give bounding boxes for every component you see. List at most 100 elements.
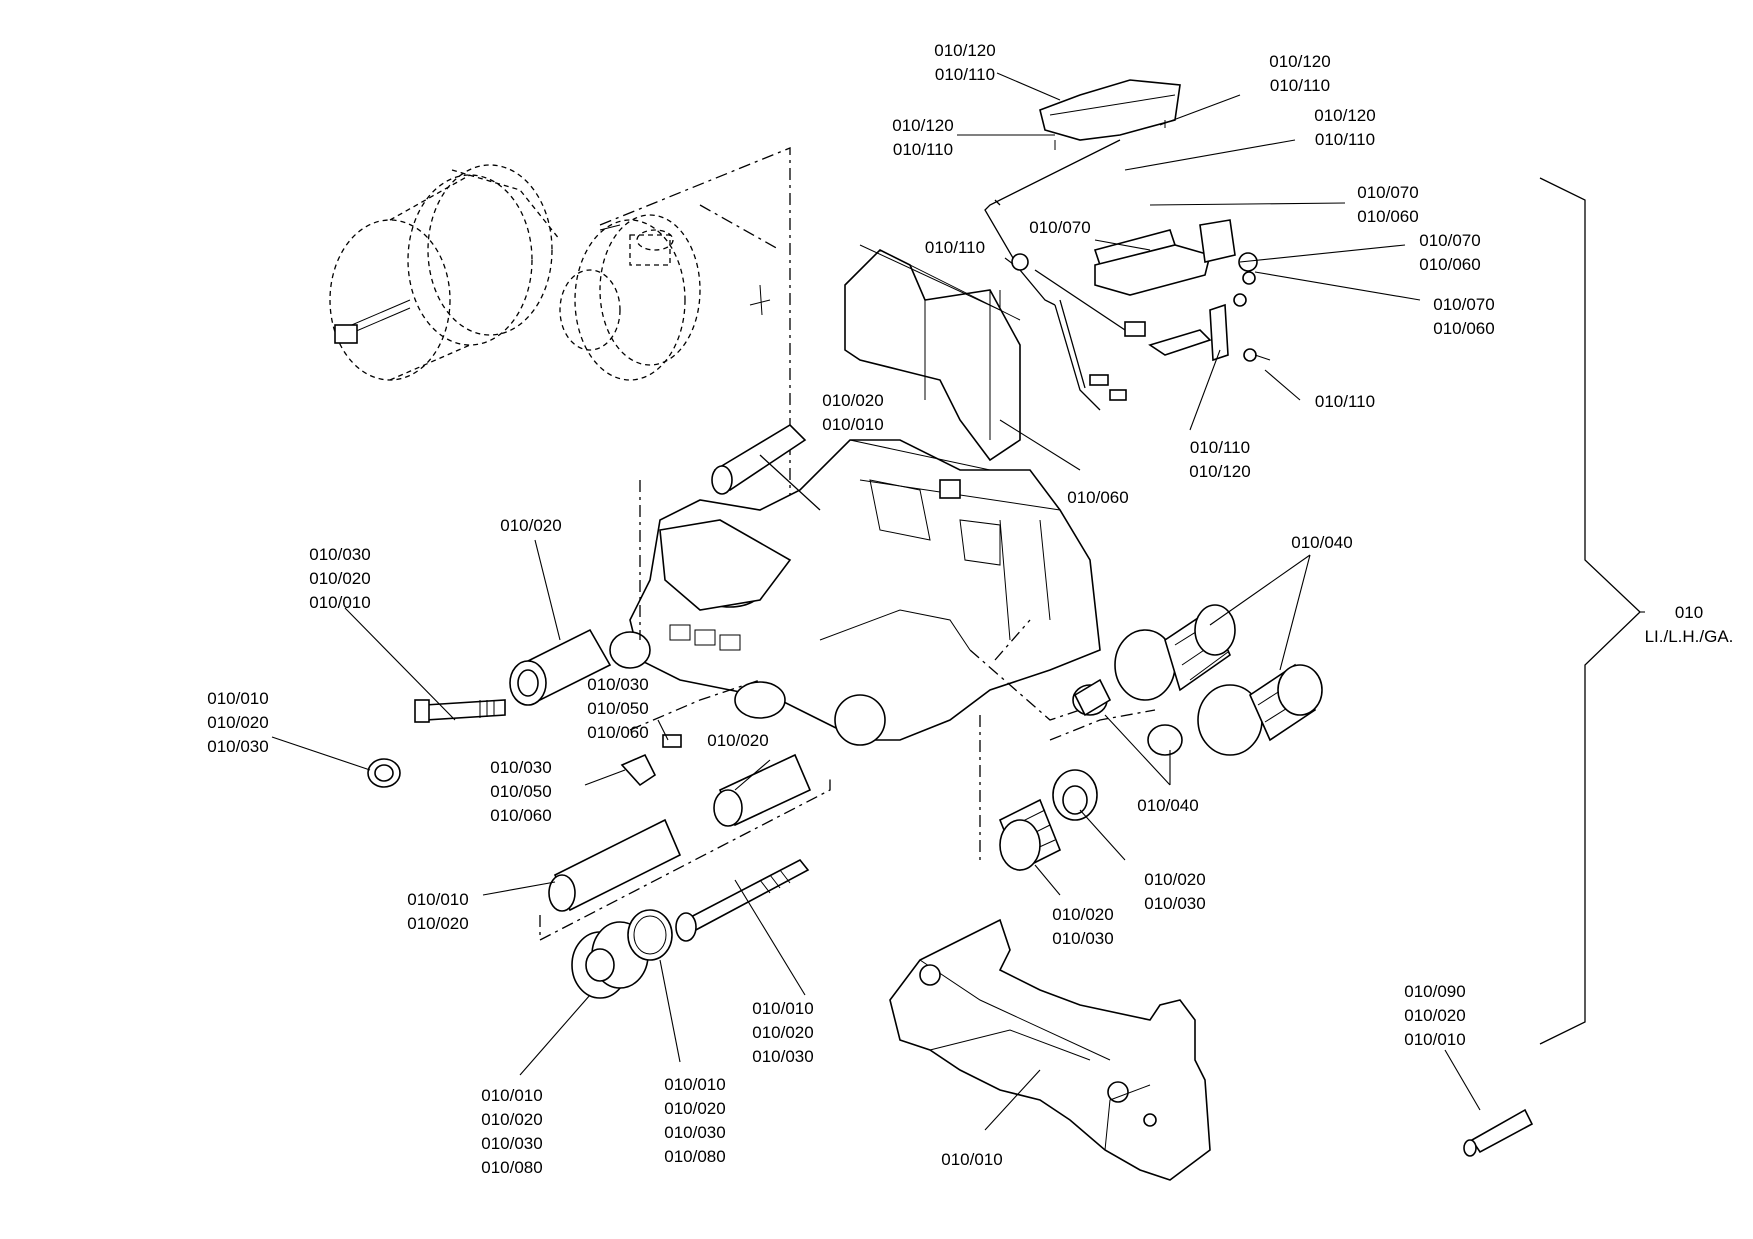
callout-line: 010/010 [1404,1030,1465,1049]
callout-line: 010/110 [925,238,985,257]
callout-line: 010/120 [1314,106,1375,125]
callout-line: 010/020 [1404,1006,1465,1025]
callout-line: 010/110 [935,65,995,84]
callout-c12: 010/060 [1067,488,1128,507]
callout-line: 010/020 [407,914,468,933]
callout-c17: 010/030 010/050 010/060 [587,675,648,742]
carrier-bracket-drawing [889,918,1211,1181]
callout-c27: 010/010 010/020 010/030 010/080 [664,1075,725,1166]
brake-pad-drawing [844,244,1021,462]
callout-line: 010/120 [1269,52,1330,71]
callout-c22: 010/020 010/030 [1144,870,1205,913]
callout-line: 010/120 [1189,462,1250,481]
callout-line: 010/020 [664,1099,725,1118]
callout-c25: 010/010 010/020 010/030 [752,999,813,1066]
callout-line: 010/070 [1433,295,1494,314]
callout-line: 010/010 [941,1150,1002,1169]
callout-line: 010/060 [587,723,648,742]
callout-line: 010/080 [481,1158,542,1177]
callout-line: 010/030 [481,1134,542,1153]
callout-line: 010 [1675,603,1703,622]
callout-line: 010/020 [752,1023,813,1042]
callout-line: 010/010 [822,415,883,434]
callout-c5: 010/070 010/060 [1357,183,1418,226]
callout-c21: 010/040 [1137,796,1198,815]
callout-line: 010/010 [752,999,813,1018]
callout-c14: 010/020 [500,516,561,535]
callout-line: 010/020 [1144,870,1205,889]
callout-line: 010/030 [664,1123,725,1142]
callout-line: 010/110 [1190,438,1250,457]
callout-line: 010/080 [664,1147,725,1166]
callout-c11: 010/110 010/120 [1189,438,1250,481]
callout-line: 010/010 [407,890,468,909]
callout-line: 010/030 [752,1047,813,1066]
callout-c20: 010/040 [1291,533,1352,552]
callout-c10: 010/110 [1315,392,1375,411]
wear-sensor-drawing [984,79,1271,411]
callout-line: 010/020 [207,713,268,732]
callout-line: 010/090 [1404,982,1465,1001]
callout-line: 010/030 [1144,894,1205,913]
callout-c26: 010/010 010/020 010/030 010/080 [481,1086,542,1177]
callout-c6: 010/070 [1029,218,1090,237]
callout-line: 010/050 [587,699,648,718]
callout-c16: 010/010 010/020 010/030 [207,689,268,756]
caliper-body-drawing [609,439,1101,746]
callout-line: 010/030 [490,758,551,777]
callout-line: 010/060 [490,806,551,825]
leader-lines [271,72,1645,1131]
callout-line: 010/030 [587,675,648,694]
callout-line: 010/020 [822,391,883,410]
callout-line: 010/020 [1052,905,1113,924]
callout-line: 010/030 [1052,929,1113,948]
callout-c24: 010/010 010/020 [407,890,468,933]
callout-c13: 010/020 010/010 [822,391,883,434]
assembly-bracket [1539,177,1641,1045]
small-parts [367,423,1323,999]
callout-line: 010/070 [1357,183,1418,202]
callout-line: 010/110 [893,140,953,159]
callout-c7: 010/070 010/060 [1419,231,1480,274]
construction-lines [539,480,1156,942]
callout-c9: 010/110 [925,238,985,257]
callout-c3: 010/120 010/110 [892,116,953,159]
callout-line: 010/010 [664,1075,725,1094]
callout-line: 010/030 [309,545,370,564]
callout-line: 010/020 [707,731,768,750]
callout-line: 010/020 [481,1110,542,1129]
callout-c23: 010/020 010/030 [1052,905,1113,948]
callout-line: 010/110 [1315,392,1375,411]
callout-line: 010/020 [309,569,370,588]
callout-line: 010/110 [1315,130,1375,149]
callout-line: 010/070 [1419,231,1480,250]
callout-c4: 010/120 010/110 [1314,106,1375,149]
callout-c8: 010/070 010/060 [1433,295,1494,338]
callout-line: 010/010 [481,1086,542,1105]
callout-line: 010/060 [1433,319,1494,338]
callout-line: 010/020 [500,516,561,535]
callout-line: 010/120 [934,41,995,60]
callout-c18: 010/020 [707,731,768,750]
brake-cylinder-drawing [329,147,791,556]
callout-c29: 010/090 010/020 010/010 [1404,982,1465,1049]
callout-c28: 010/010 [941,1150,1002,1169]
callout-line: 010/070 [1029,218,1090,237]
callout-line: LI./L.H./GA. [1645,627,1734,646]
callout-line: 010/010 [309,593,370,612]
callout-c19: 010/030 010/050 010/060 [490,758,551,825]
callout-line: 010/060 [1419,255,1480,274]
callout-line: 010/030 [207,737,268,756]
callout-c2: 010/120 010/110 [1269,52,1330,95]
callout-c15: 010/030 010/020 010/010 [309,545,370,612]
callout-line: 010/120 [892,116,953,135]
callout-line: 010/040 [1137,796,1198,815]
callout-line: 010/060 [1357,207,1418,226]
callout-line: 010/060 [1067,488,1128,507]
callout-line: 010/050 [490,782,551,801]
callout-line: 010/110 [1270,76,1330,95]
callout-line: 010/010 [207,689,268,708]
